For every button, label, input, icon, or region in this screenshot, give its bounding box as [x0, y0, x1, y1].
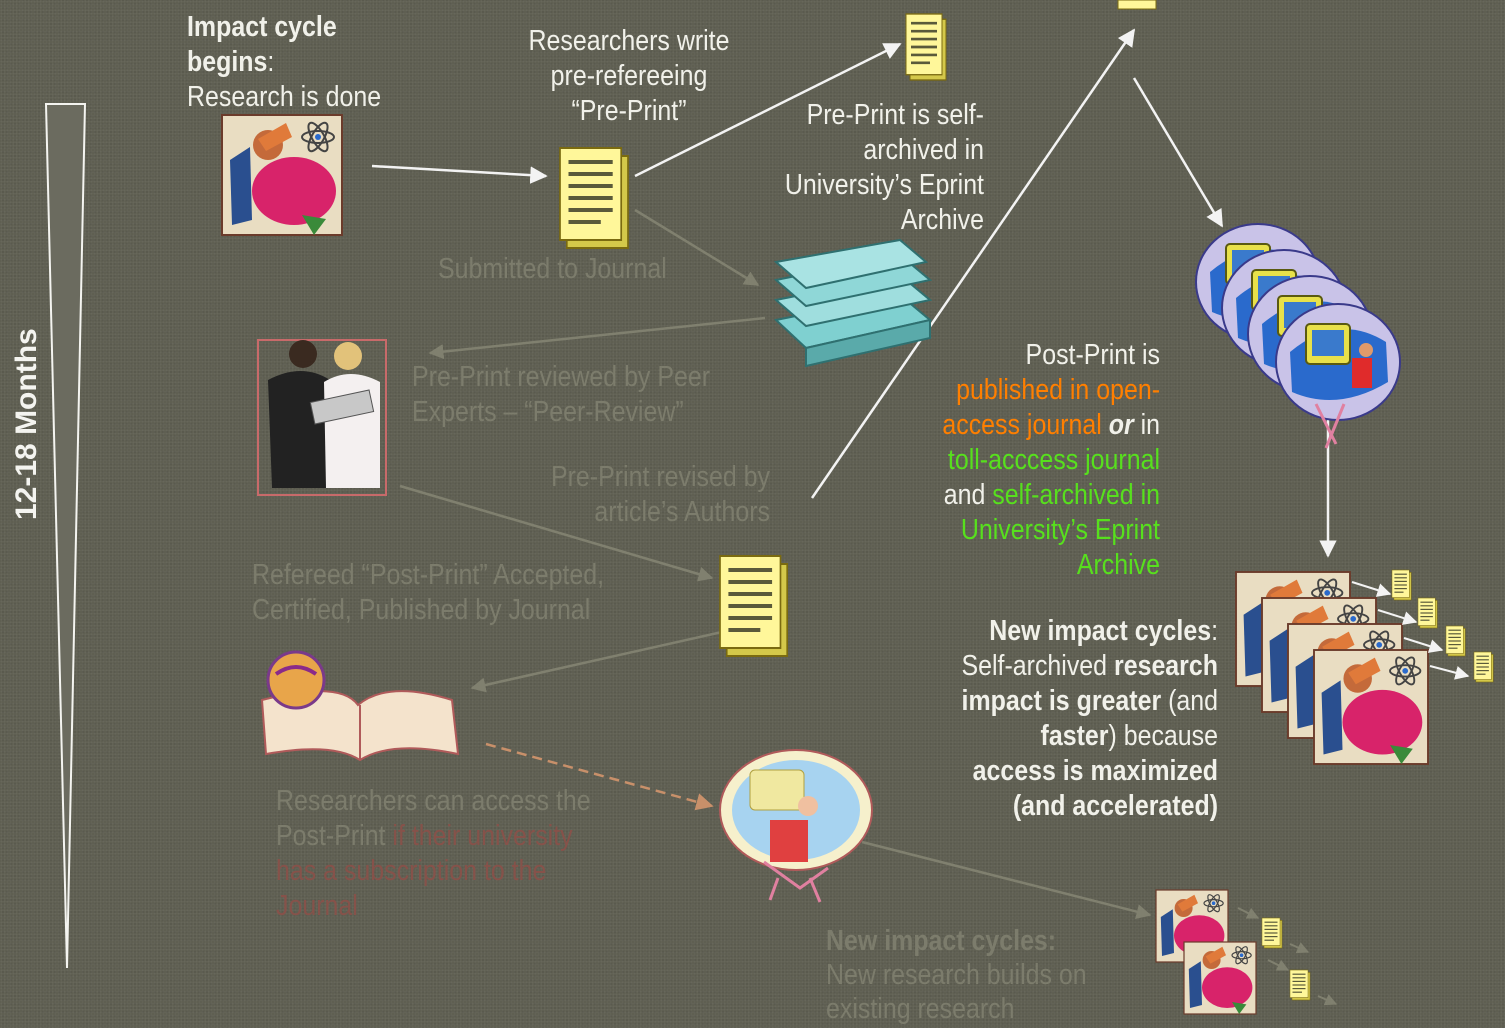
preprint-document-icon	[558, 146, 630, 250]
arrow-revised	[399, 484, 714, 582]
revised-line-1: Pre-Print revised by	[550, 461, 770, 493]
researchers-write-text: Researchers write pre-refereeing “Pre-Pr…	[500, 24, 758, 129]
access-line-3: has a subscription to the	[276, 855, 547, 887]
peer-reviewers-icon	[257, 339, 387, 496]
new-impact-cycles-text: New impact cycles: Self-archived researc…	[960, 614, 1218, 824]
bottom-cycle-line-2: New research builds on	[826, 959, 1087, 991]
newcycle-line-6: (and accelerated)	[1012, 790, 1218, 822]
impact-cycle-heading: Impact cycle	[187, 11, 337, 43]
newcycle-line-5: access is maximized	[972, 755, 1218, 787]
arrow-reader-to-bottom-cycle	[861, 840, 1152, 919]
write-line-2: pre-refereeing	[550, 60, 708, 92]
newcycle-line-4a: faster	[1040, 720, 1109, 752]
refereed-line-2: Certified, Published by Journal	[252, 594, 591, 626]
postprint-line-4: toll-acccess journal	[947, 444, 1160, 476]
impact-cycle-colon: :	[267, 46, 275, 78]
newcycle-line-3a: impact is greater	[961, 685, 1169, 717]
arrow-review	[428, 316, 766, 360]
timeline-label: 12-18 Months	[10, 328, 43, 520]
newcycle-line-3b: (and	[1168, 685, 1218, 717]
bottom-new-cycles-text: New impact cycles: New research builds o…	[826, 924, 1087, 1026]
arrow-research-to-preprint	[371, 164, 548, 184]
researcher-icon	[221, 114, 343, 236]
arrow-access-dashed	[485, 742, 714, 811]
postprint-published-text: Post-Print is published in open- access …	[902, 338, 1160, 583]
selfarch-line-3: University’s Eprint	[784, 169, 984, 201]
revised-text: Pre-Print revised by article’s Authors	[512, 460, 770, 530]
open-book-icon	[260, 650, 460, 762]
journal-stack-icon	[773, 238, 933, 368]
impact-cycle-begins-text: Impact cycle begins: Research is done	[187, 10, 381, 115]
arrow-published	[470, 630, 723, 693]
submitted-to-journal-text: Submitted to Journal	[438, 253, 667, 285]
access-line-2b: if their university	[392, 820, 573, 852]
postprint-line-6: University’s Eprint	[960, 514, 1160, 546]
access-line-2a: Post-Print	[276, 820, 393, 852]
refereed-text: Refereed “Post-Print” Accepted, Certifie…	[252, 558, 604, 628]
arrow-submitted	[634, 208, 760, 287]
postprint-line-5b: self-archived in	[992, 479, 1160, 511]
newcycle-line-2b: research	[1113, 650, 1218, 682]
postprint-document-icon	[718, 554, 790, 658]
postprint-line-5a: and	[943, 479, 993, 511]
newcycle-line-1b: :	[1211, 615, 1218, 647]
timeline-wedge	[44, 103, 87, 969]
newcycle-line-1a: New impact cycles	[989, 615, 1212, 647]
subscription-access-text: Researchers can access the Post-Print if…	[276, 784, 591, 924]
write-line-3: “Pre-Print”	[571, 95, 687, 127]
postprint-line-1: Post-Print is	[1025, 339, 1160, 371]
access-line-1: Researchers can access the	[276, 785, 591, 817]
newcycle-line-4b: ) because	[1108, 720, 1218, 752]
newcycle-line-2a: Self-archived	[961, 650, 1114, 682]
research-done-text: Research is done	[187, 81, 382, 113]
archived-document-icon	[904, 12, 948, 82]
postprint-line-2: published in open-	[956, 374, 1160, 406]
reviewed-line-1: Pre-Print reviewed by Peer	[412, 361, 711, 393]
peer-review-text: Pre-Print reviewed by Peer Experts – “Pe…	[412, 360, 710, 430]
access-line-4: Journal	[276, 890, 358, 922]
archive-top-edge-icon	[1117, 0, 1157, 10]
bottom-cycle-line-1: New impact cycles:	[826, 925, 1057, 957]
postprint-line-3a: access journal	[942, 409, 1109, 441]
selfarch-line-1: Pre-Print is self-	[806, 99, 984, 131]
reviewed-line-2: Experts – “Peer-Review”	[412, 396, 684, 428]
postprint-line-3c: in	[1133, 409, 1160, 441]
arrow-preprint-to-archive	[634, 42, 902, 178]
subscription-reader-icon	[719, 749, 873, 903]
selfarch-line-4: Archive	[900, 204, 984, 236]
arrow-archive-to-readers	[1132, 77, 1224, 228]
write-line-1: Researchers write	[528, 25, 730, 57]
revised-line-2: article’s Authors	[594, 496, 770, 528]
impact-cycle-heading-2: begins	[187, 46, 268, 78]
arrow-postprint-to-archive	[810, 28, 1136, 499]
bottom-cycle-line-3: existing research	[826, 993, 1015, 1025]
self-archived-text: Pre-Print is self- archived in Universit…	[726, 98, 984, 238]
selfarch-line-2: archived in	[863, 134, 984, 166]
bottom-researchers-icon	[1155, 889, 1338, 1015]
open-access-readers-icon	[1195, 223, 1401, 449]
new-researchers-icon	[1235, 569, 1494, 765]
postprint-line-7: Archive	[1076, 549, 1160, 581]
refereed-line-1: Refereed “Post-Print” Accepted,	[252, 559, 605, 591]
postprint-line-3b: or	[1108, 409, 1134, 441]
